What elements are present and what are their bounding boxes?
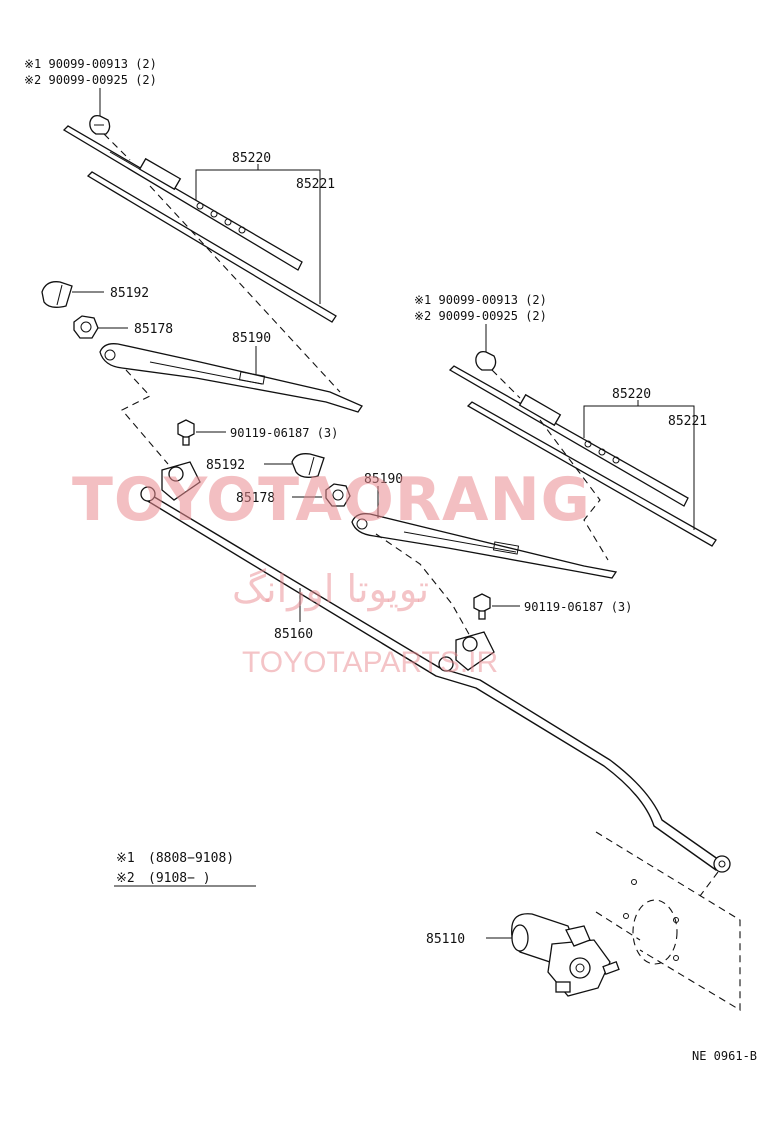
motor-link-dash bbox=[699, 871, 719, 897]
motor-label: 85110 bbox=[426, 932, 465, 947]
right-arm-pivot-dash bbox=[375, 533, 471, 637]
drawing-code: NE 0961-B bbox=[692, 1049, 757, 1063]
screw-right-dash bbox=[491, 369, 521, 399]
refill-right-label: 85221 bbox=[668, 414, 707, 429]
left-wiper-blade bbox=[62, 125, 303, 271]
right-pivot-bolt bbox=[473, 593, 491, 620]
note2-range: (9108− ) bbox=[148, 871, 211, 886]
bolt-right-label: 90119-06187 (3) bbox=[524, 600, 632, 614]
right-wiper-refill bbox=[466, 401, 717, 547]
refill-left-label: 85221 bbox=[296, 177, 335, 192]
note1-range: (8808−9108) bbox=[148, 851, 234, 866]
screw-left-label-2: ※2 90099-00925 (2) bbox=[24, 73, 157, 87]
screw-right-label-1: ※1 90099-00913 (2) bbox=[414, 293, 547, 307]
arm-right-label: 85190 bbox=[364, 472, 403, 487]
blade-left-label: 85220 bbox=[232, 151, 271, 166]
nut-left-label: 85178 bbox=[134, 322, 173, 337]
right-blade-leaders bbox=[583, 400, 695, 530]
bolt-left-label: 90119-06187 (3) bbox=[230, 426, 338, 440]
wiper-link-rod bbox=[140, 461, 731, 873]
left-wiper-refill bbox=[86, 171, 337, 323]
left-wiper-arm bbox=[99, 343, 363, 413]
motor-mount-plate bbox=[595, 831, 741, 1011]
watermark-arabic: تويوتا اورانگ bbox=[232, 567, 429, 612]
left-arm-pivot-dash bbox=[121, 369, 169, 465]
left-blade-screw bbox=[89, 114, 111, 135]
link-label: 85160 bbox=[274, 627, 313, 642]
left-arm-nut bbox=[73, 315, 99, 339]
left-blade-leaders bbox=[195, 164, 321, 304]
blade-right-label: 85220 bbox=[612, 387, 651, 402]
nut-right-label: 85178 bbox=[236, 491, 275, 506]
cap-right-label: 85192 bbox=[206, 458, 245, 473]
screw-left-label-1: ※1 90099-00913 (2) bbox=[24, 57, 157, 71]
right-blade-screw bbox=[475, 350, 497, 371]
right-blade-arm-dash bbox=[539, 419, 609, 561]
left-arm-cap bbox=[41, 281, 73, 308]
screw-right-label-2: ※2 90099-00925 (2) bbox=[414, 309, 547, 323]
screw-left-dash bbox=[103, 133, 131, 161]
cap-left-label: 85192 bbox=[110, 286, 149, 301]
right-wiper-blade bbox=[448, 365, 689, 507]
note1-mark: ※1 bbox=[116, 851, 135, 866]
watermark-site: TOYOTAPARTS.IR bbox=[242, 646, 498, 679]
right-wiper-arm bbox=[351, 513, 618, 579]
right-arm-nut bbox=[325, 483, 351, 507]
note2-mark: ※2 bbox=[116, 871, 135, 886]
left-pivot-bolt bbox=[177, 419, 195, 446]
arm-left-label: 85190 bbox=[232, 331, 271, 346]
footnotes: ※1 (8808−9108) ※2 (9108− ) bbox=[114, 851, 256, 887]
wiper-motor bbox=[511, 913, 620, 997]
right-arm-cap bbox=[291, 453, 325, 478]
watermark-brand: TOYOTAORANG bbox=[72, 465, 591, 535]
left-blade-arm-dash bbox=[149, 185, 341, 393]
